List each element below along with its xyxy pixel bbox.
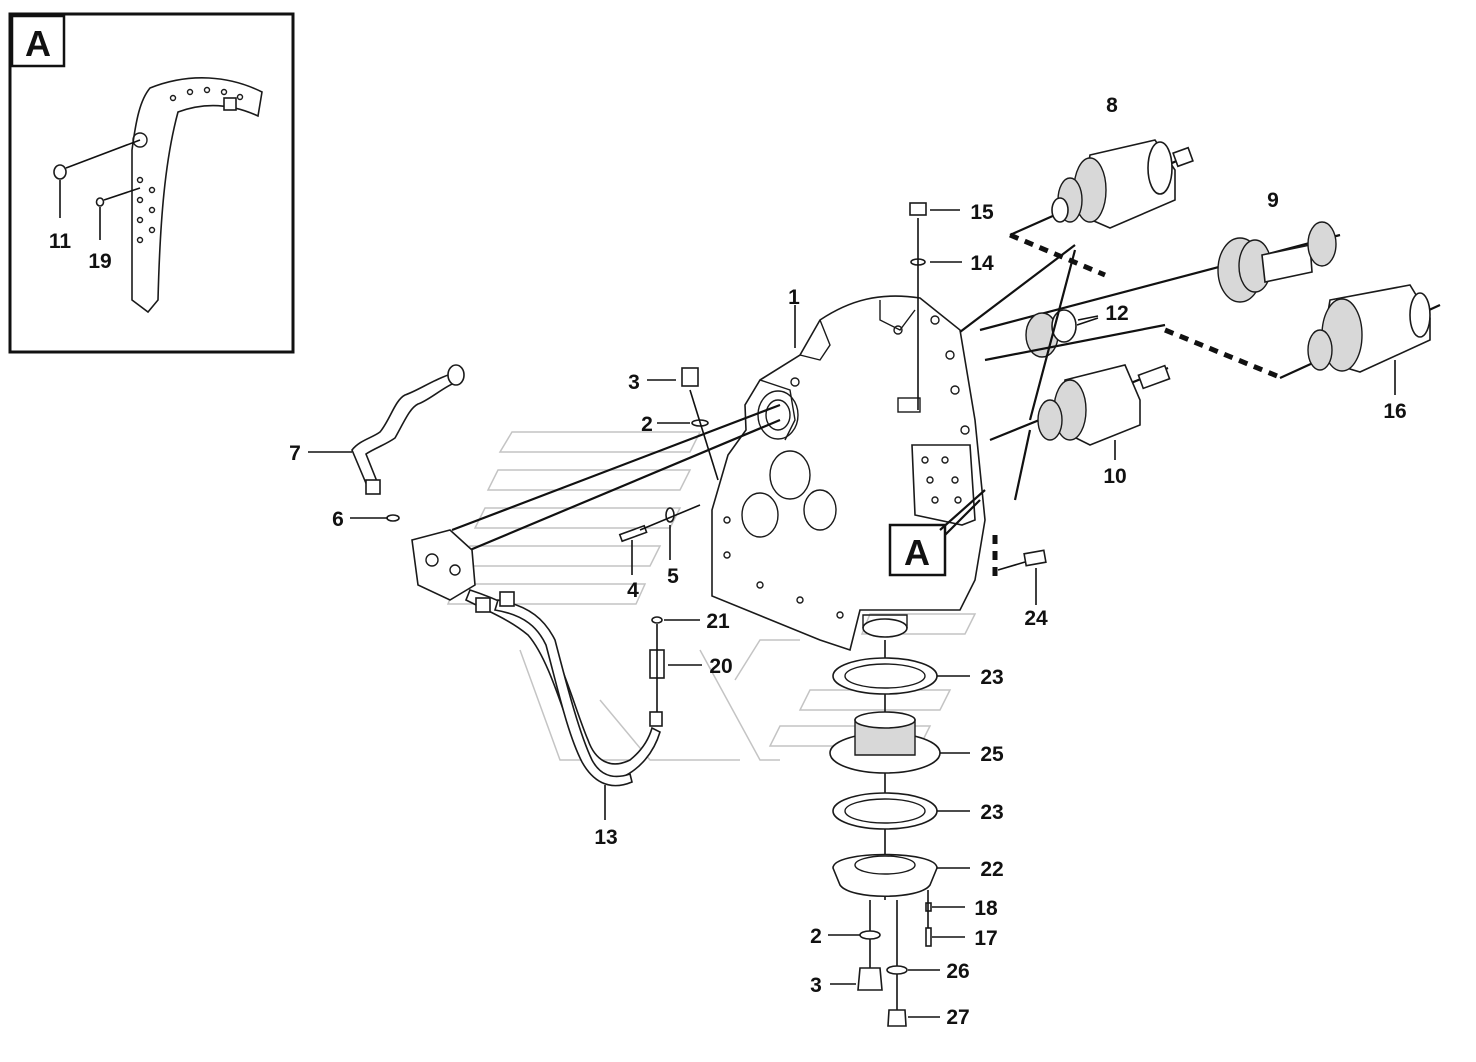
washer-2-lower xyxy=(828,930,881,940)
callout-15: 15 xyxy=(970,201,994,224)
shaft-assembly-16 xyxy=(984,284,1441,395)
washer-26 xyxy=(886,965,940,975)
transmission-housing xyxy=(711,295,986,652)
callout-3-lower: 3 xyxy=(810,974,822,997)
o-ring-6 xyxy=(350,514,400,522)
screw-18 xyxy=(925,902,965,912)
callout-25: 25 xyxy=(980,743,1004,766)
screw-17 xyxy=(925,927,965,947)
o-ring-11 xyxy=(53,164,67,180)
bolt-4 xyxy=(618,524,648,575)
callout-2-upper: 2 xyxy=(641,413,653,436)
callout-27: 27 xyxy=(946,1006,969,1029)
callout-24: 24 xyxy=(1024,607,1048,630)
callout-12: 12 xyxy=(1105,302,1128,325)
alignment-dash-lower xyxy=(1164,327,1283,381)
filter-25 xyxy=(829,711,970,774)
callout-6: 6 xyxy=(332,508,344,531)
shaft-assembly-10 xyxy=(989,364,1171,460)
hose-7 xyxy=(308,364,465,495)
valve-block xyxy=(411,529,476,601)
inset-label-box xyxy=(10,14,66,68)
callout-2-lower: 2 xyxy=(810,925,822,948)
cover-22 xyxy=(832,853,970,897)
callout-26: 26 xyxy=(946,960,969,983)
callout-1: 1 xyxy=(788,286,800,309)
alignment-dash-upper xyxy=(1009,232,1106,278)
hose-13 xyxy=(464,589,663,820)
plug-27 xyxy=(887,1009,940,1027)
callout-14: 14 xyxy=(970,252,994,275)
callout-labels: 1 2 3 4 5 6 7 8 9 10 12 13 14 15 16 17 1… xyxy=(289,94,1407,1029)
callout-9: 9 xyxy=(1267,189,1279,212)
plug-15 xyxy=(909,202,960,216)
shaft-assembly-9 xyxy=(979,221,1341,332)
callout-18: 18 xyxy=(974,897,998,920)
plug-3-lower xyxy=(830,967,883,991)
callout-11: 11 xyxy=(49,230,72,253)
callout-19: 19 xyxy=(88,250,111,273)
inset-label: A xyxy=(25,23,51,64)
callout-7: 7 xyxy=(289,442,301,465)
callout-10: 10 xyxy=(1103,465,1126,488)
callout-8: 8 xyxy=(1106,94,1118,117)
callout-13: 13 xyxy=(594,826,617,849)
sensor-24 xyxy=(992,535,1047,605)
gasket-23-lower xyxy=(832,792,970,830)
housing-tag-label: A xyxy=(904,532,930,573)
inset-bracket xyxy=(131,77,263,314)
background-watermark xyxy=(446,431,977,761)
inset-detail-a: A 11 19 xyxy=(8,12,295,354)
callout-4: 4 xyxy=(627,579,639,602)
callout-21: 21 xyxy=(706,610,730,633)
callout-5: 5 xyxy=(667,565,679,588)
callout-22: 22 xyxy=(980,858,1003,881)
o-ring-21 xyxy=(651,616,700,624)
plug-3-upper xyxy=(647,367,699,387)
gasket-23-upper xyxy=(832,657,970,695)
o-ring-19 xyxy=(95,197,105,207)
callout-20: 20 xyxy=(709,655,732,678)
callout-16: 16 xyxy=(1383,400,1406,423)
shaft-assembly-8 xyxy=(1009,139,1194,237)
callout-3-upper: 3 xyxy=(628,371,640,394)
callout-17: 17 xyxy=(974,927,997,950)
callout-23-upper: 23 xyxy=(980,666,1003,689)
callout-23-lower: 23 xyxy=(980,801,1003,824)
housing-detail-tag: A xyxy=(888,489,986,577)
